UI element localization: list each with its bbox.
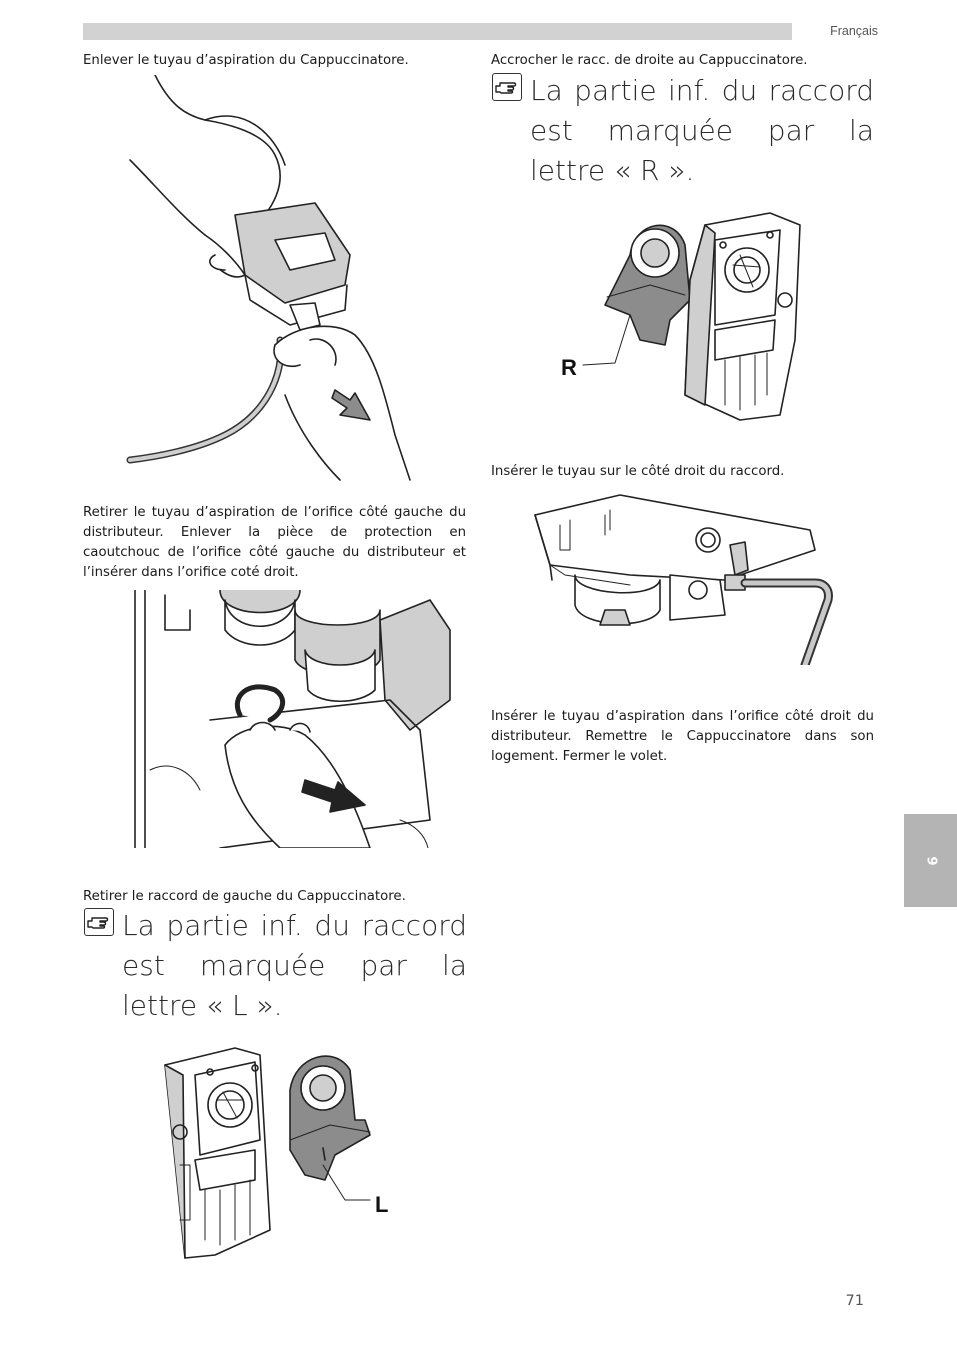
left-step2-paragraph: Retirer le tuyau d’aspiration de l’orifi… (83, 505, 466, 580)
chapter-tab: 9 (904, 814, 957, 907)
left-step3-caption: Retirer le raccord de gauche du Cappucci… (83, 889, 406, 904)
left-step1-caption: Enlever le tuyau d’aspiration du Cappucc… (83, 53, 409, 68)
figure-left-connector: L (164, 1047, 388, 1259)
chapter-number: 9 (923, 855, 938, 866)
figure-right-connector: R (561, 212, 801, 421)
pointing-hand-icon-right (492, 73, 522, 101)
right-note-text: La partie inf. du raccord est marquée pa… (530, 74, 874, 187)
right-step3-paragraph: Insérer le tuyau d’aspiration dans l’ori… (491, 709, 874, 764)
left-note-text: La partie inf. du raccord est marquée pa… (122, 909, 467, 1022)
page-number: 71 (845, 1293, 864, 1309)
figure-remove-tube (126, 75, 411, 481)
pointing-hand-icon (84, 908, 114, 936)
right-figure-label: R (561, 355, 577, 380)
figure-distributor (134, 590, 451, 848)
header-bar (83, 23, 792, 40)
left-figure-label: L (375, 1192, 388, 1217)
figure-tube-connector (534, 494, 833, 665)
right-step2-caption: Insérer le tuyau sur le côté droit du ra… (491, 464, 785, 479)
language-label: Français (830, 24, 878, 38)
right-step1-caption: Accrocher le racc. de droite au Cappucci… (491, 53, 808, 68)
